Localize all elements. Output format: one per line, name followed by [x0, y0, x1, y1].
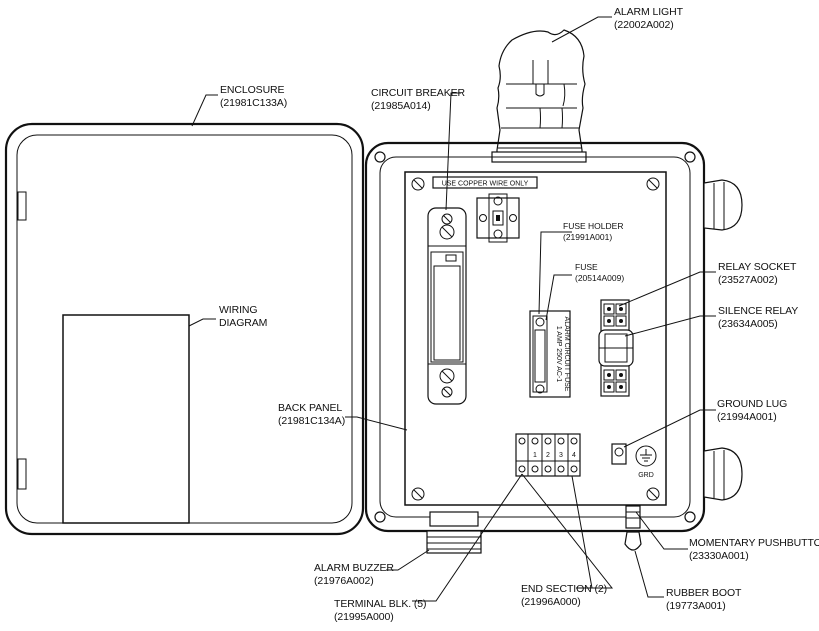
label-enclosure-part: (21981C133A): [220, 97, 287, 109]
circuit-breaker: [427, 207, 467, 405]
wiring-diagram-sheet: [62, 314, 190, 524]
label-diagram: DIAGRAM: [219, 317, 267, 329]
label-back-panel-part: (21981C134A): [278, 415, 345, 427]
label-rubber-boot-part: (19773A001): [666, 600, 726, 612]
terminal-2: 2: [546, 452, 550, 459]
label-enclosure: ENCLOSURE: [220, 84, 285, 96]
terminal-4: 4: [572, 452, 576, 459]
copper-notice-text: USE COPPER WIRE ONLY: [442, 181, 529, 188]
label-silence-relay-part: (23634A005): [718, 318, 778, 330]
terminal-1: 1: [533, 452, 537, 459]
label-wiring: WIRING: [219, 304, 257, 316]
label-relay-socket: RELAY SOCKET: [718, 261, 797, 273]
label-fuse: FUSE: [575, 262, 598, 272]
terminal-3: 3: [559, 452, 563, 459]
right-fittings: [703, 179, 743, 501]
label-relay-socket-part: (23527A002): [718, 274, 778, 286]
enclosure-door: [4, 122, 365, 536]
fuse-holder: 1 AMP 250V AC-1 ALARM CIRCUIT FUSE: [529, 310, 571, 398]
label-end-section-part: (21996A000): [521, 596, 581, 608]
label-ground-lug: GROUND LUG: [717, 398, 787, 410]
label-back-panel: BACK PANEL: [278, 402, 342, 414]
ground-lug: GRD: [611, 443, 657, 479]
leader-lines: [188, 16, 716, 602]
label-terminal-block: TERMINAL BLK. (5): [334, 598, 426, 610]
fuse-text-2: ALARM CIRCUIT FUSE: [563, 317, 570, 392]
terminal-block: 1 2 3 4: [515, 433, 581, 477]
top-terminal-block: [476, 193, 520, 243]
silence-relay: [598, 329, 634, 367]
back-panel: [404, 171, 667, 506]
rubber-boot: [624, 531, 642, 551]
label-silence-relay: SILENCE RELAY: [718, 305, 798, 317]
label-circuit-breaker-part: (21985A014): [371, 100, 431, 112]
label-rubber-boot: RUBBER BOOT: [666, 587, 742, 599]
copper-wire-notice: USE COPPER WIRE ONLY: [432, 176, 538, 189]
label-terminal-block-part: (21995A000): [334, 611, 394, 623]
label-momentary-pushbutton: MOMENTARY PUSHBUTTON: [689, 537, 819, 549]
label-momentary-pushbutton-part: (23330A001): [689, 550, 749, 562]
label-fuse-holder-part: (21991A001): [563, 232, 612, 242]
label-fuse-part: (20514A009): [575, 273, 624, 283]
labels: ALARM LIGHT (22002A002) ENCLOSURE (21981…: [219, 6, 819, 623]
fuse-text-1: 1 AMP 250V AC-1: [555, 326, 562, 382]
label-fuse-holder: FUSE HOLDER: [563, 221, 623, 231]
momentary-pushbutton: [625, 505, 641, 529]
label-alarm-light: ALARM LIGHT: [614, 6, 684, 18]
alarm-buzzer: [426, 511, 482, 554]
ground-text: GRD: [638, 472, 654, 479]
label-circuit-breaker: CIRCUIT BREAKER: [371, 87, 466, 99]
label-alarm-buzzer: ALARM BUZZER: [314, 562, 394, 574]
label-ground-lug-part: (21994A001): [717, 411, 777, 423]
label-alarm-buzzer-part: (21976A002): [314, 575, 374, 587]
label-end-section: END SECTION (2): [521, 583, 607, 595]
label-alarm-light-part: (22002A002): [614, 19, 674, 31]
enclosure-box: [364, 141, 706, 533]
